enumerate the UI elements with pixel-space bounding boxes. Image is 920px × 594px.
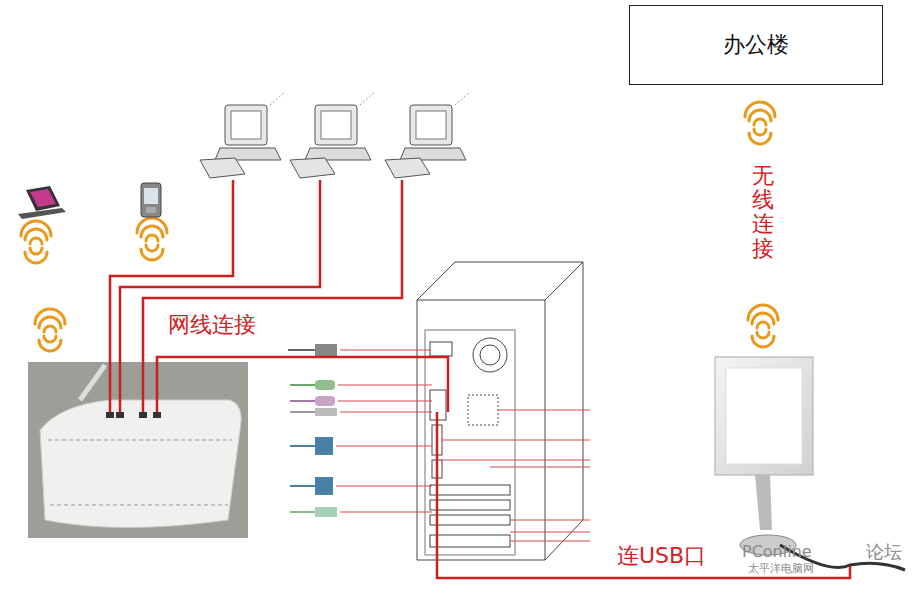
connection-note: 无线连接	[752, 164, 774, 261]
network-cable	[110, 180, 850, 578]
router-photo	[28, 362, 248, 538]
router-ports	[106, 412, 161, 418]
leader-line	[336, 350, 590, 541]
laptop-icon	[18, 186, 66, 219]
building-name: 办公楼	[723, 30, 789, 60]
pda-icon	[141, 183, 161, 217]
watermark: 太平洋电脑网	[748, 563, 814, 576]
device-plugs	[288, 344, 337, 517]
building-box: 办公楼	[629, 5, 883, 85]
desktop-computer	[200, 92, 470, 178]
pc-tower	[417, 262, 583, 560]
usb-antenna	[715, 357, 905, 570]
wireless-icon	[21, 102, 778, 351]
watermark: PConline	[742, 543, 812, 561]
connection-note: 连USB口	[617, 543, 706, 568]
watermark: 论坛	[866, 542, 902, 563]
connection-note: 网线连接	[168, 312, 256, 337]
